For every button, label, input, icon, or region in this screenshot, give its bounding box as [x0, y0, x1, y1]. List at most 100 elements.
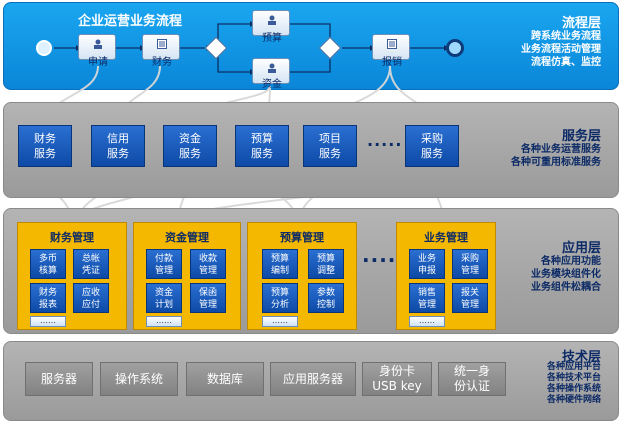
task-budget[interactable] [252, 10, 290, 36]
service-project-line2: 服务 [319, 147, 341, 160]
module-finance-more[interactable]: …… [30, 316, 66, 327]
item-line1: 多币 [38, 254, 57, 264]
tech-database[interactable]: 数据库 [186, 362, 264, 396]
item-line1: 财务 [38, 288, 57, 298]
module-fund-more[interactable]: …… [146, 316, 182, 327]
module-fund-item-1[interactable]: 付款 管理 [146, 249, 182, 279]
item-line2: 管理 [154, 266, 173, 276]
service-finance-line2: 服务 [34, 147, 56, 160]
service-layer-title: 服务层 [561, 129, 601, 144]
task-finance[interactable] [142, 34, 180, 60]
service-fund-line1: 资金 [179, 132, 201, 145]
item-line2: 报表 [38, 300, 57, 310]
service-fund[interactable]: 资金 服务 [163, 125, 217, 167]
service-layer-descriptions: 各种业务运营服务 各种可重用标准服务 [511, 143, 601, 169]
module-finance-item-3[interactable]: 财务 报表 [30, 283, 66, 313]
service-procurement[interactable]: 采购 服务 [405, 125, 459, 167]
tech-server[interactable]: 服务器 [25, 362, 93, 396]
service-credit[interactable]: 信用 服务 [91, 125, 145, 167]
item-line2: 核算 [38, 266, 57, 276]
item-line2: 管理 [417, 300, 436, 310]
module-finance-title: 财务管理 [50, 231, 94, 244]
service-fund-line2: 服务 [179, 147, 201, 160]
process-layer-title: 流程层 [561, 16, 601, 31]
service-desc-1: 各种业务运营服务 [521, 144, 601, 155]
module-budget-item-3[interactable]: 预算 分析 [262, 283, 298, 313]
process-desc-2: 业务流程活动管理 [521, 44, 601, 55]
item-line2: 凭证 [81, 266, 100, 276]
tech-usb-key[interactable]: 身份卡 USB key [362, 362, 432, 396]
tech-app-server-line1: 应用服务器 [282, 371, 343, 386]
service-finance[interactable]: 财务 服务 [18, 125, 72, 167]
process-desc-1: 跨系统业务流程 [531, 31, 601, 42]
service-budget-line1: 预算 [251, 132, 273, 145]
module-fund-item-3[interactable]: 资金 计划 [146, 283, 182, 313]
service-budget[interactable]: 预算 服务 [235, 125, 289, 167]
tech-desc-1: 各种应用平台 [546, 362, 601, 372]
item-line1: 付款 [154, 254, 173, 264]
process-flow-title: 企业运营业务流程 [78, 14, 183, 29]
service-ellipsis: ····· [367, 135, 403, 154]
tech-unified-auth-line1: 统一身 [453, 364, 490, 378]
tech-unified-auth[interactable]: 统一身 份认证 [438, 362, 506, 396]
item-line2: 管理 [460, 300, 479, 310]
tech-desc-3: 各种操作系统 [546, 384, 601, 394]
service-procurement-line2: 服务 [421, 147, 443, 160]
item-line2: 计划 [154, 300, 173, 310]
module-business-more[interactable]: …… [409, 316, 445, 327]
item-line2: 管理 [198, 266, 217, 276]
module-finance-item-1[interactable]: 多币 核算 [30, 249, 66, 279]
end-event-icon [446, 39, 464, 57]
tech-os[interactable]: 操作系统 [100, 362, 178, 396]
module-budget-more[interactable]: …… [262, 316, 298, 327]
task-apply[interactable] [78, 34, 116, 60]
user-icon [268, 15, 276, 25]
app-desc-3: 业务组件松耦合 [531, 282, 601, 293]
module-budget-item-1[interactable]: 预算 编制 [262, 249, 298, 279]
task-apply-label: 申请 [88, 57, 108, 68]
item-line1: 总帐 [81, 254, 100, 264]
module-budget-title: 预算管理 [280, 231, 324, 244]
tech-server-line1: 服务器 [40, 371, 77, 386]
module-fund[interactable]: 资金管理 付款 管理 收款 管理 资金 计划 保函 管理 …… [133, 222, 241, 330]
module-budget-item-2[interactable]: 预算 调整 [308, 249, 344, 279]
process-layer-descriptions: 跨系统业务流程 业务流程活动管理 流程仿真、监控 [521, 30, 601, 69]
item-line2: 控制 [316, 300, 335, 310]
app-desc-1: 各种应用功能 [541, 256, 601, 267]
module-business-item-1[interactable]: 业务 申报 [409, 249, 445, 279]
app-layer-title: 应用层 [561, 241, 601, 256]
module-fund-item-2[interactable]: 收款 管理 [190, 249, 226, 279]
item-line1: 采购 [460, 254, 479, 264]
item-line1: 预算 [270, 254, 289, 264]
module-business-item-3[interactable]: 销售 管理 [409, 283, 445, 313]
module-budget[interactable]: 预算管理 预算 编制 预算 调整 预算 分析 参数 控制 …… [247, 222, 357, 330]
item-line1: 预算 [270, 288, 289, 298]
item-line1: 资金 [154, 288, 173, 298]
app-ellipsis: ···· [362, 248, 397, 272]
service-project[interactable]: 项目 服务 [303, 125, 357, 167]
item-line1: 收款 [198, 254, 217, 264]
user-icon [94, 39, 102, 49]
app-desc-2: 业务模块组件化 [531, 269, 601, 280]
service-desc-2: 各种可重用标准服务 [511, 157, 601, 168]
module-budget-item-4[interactable]: 参数 控制 [308, 283, 344, 313]
task-reimburse[interactable] [372, 34, 410, 60]
task-fund[interactable] [252, 58, 290, 84]
task-reimburse-label: 报销 [382, 57, 402, 68]
module-business-item-2[interactable]: 采购 管理 [452, 249, 488, 279]
module-fund-item-4[interactable]: 保函 管理 [190, 283, 226, 313]
tech-app-server[interactable]: 应用服务器 [270, 362, 356, 396]
item-line1: 保函 [198, 288, 217, 298]
item-line1: 应收 [81, 288, 100, 298]
module-finance-item-4[interactable]: 应收 应付 [73, 283, 109, 313]
module-finance[interactable]: 财务管理 多币 核算 总帐 凭证 财务 报表 应收 应付 …… [17, 222, 127, 330]
form-icon [157, 39, 167, 49]
service-project-line1: 项目 [319, 132, 341, 145]
module-business-item-4[interactable]: 报关 管理 [452, 283, 488, 313]
service-budget-line2: 服务 [251, 147, 273, 160]
tech-layer-title: 技术层 [561, 350, 601, 365]
module-business[interactable]: 业务管理 业务 申报 采购 管理 销售 管理 报关 管理 …… [396, 222, 496, 330]
item-line2: 管理 [198, 300, 217, 310]
item-line1: 预算 [316, 254, 335, 264]
module-finance-item-2[interactable]: 总帐 凭证 [73, 249, 109, 279]
